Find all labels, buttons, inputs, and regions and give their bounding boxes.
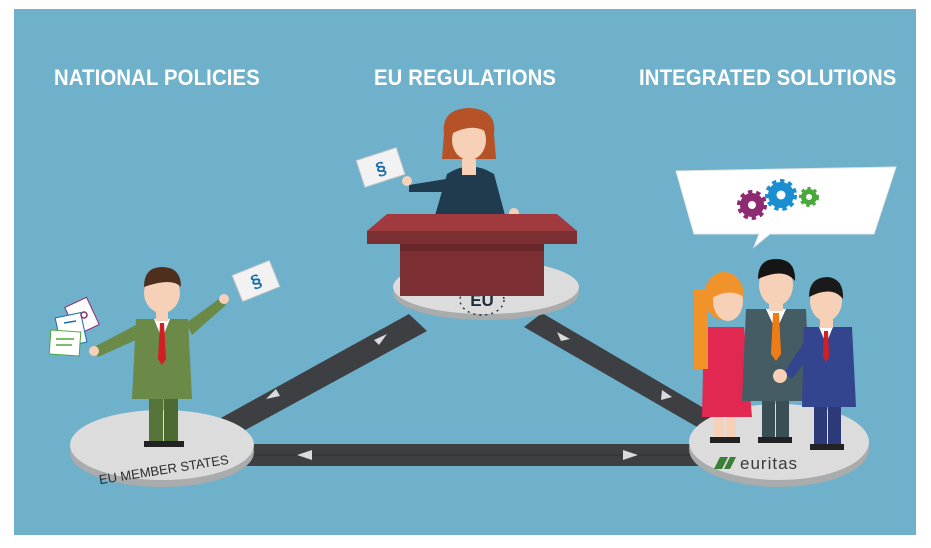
arrow-up-icon [374,334,387,345]
euritas-logo-mark-icon [714,457,728,469]
euritas-logo: euritas [714,454,798,473]
eu-stars-icon [459,284,505,316]
handshake-icon [773,369,787,383]
diagram-illustration: EU § EU MEMBER ST [48,108,897,487]
heading-eu-regulations: EU REGULATIONS [374,65,557,90]
euritas-logo-text: euritas [740,454,798,473]
document-icon: § [355,146,406,188]
arrow-down-icon [266,389,280,399]
connector-eu-euritas [524,313,714,431]
gear-icon-blue [765,179,797,211]
arrow-up-icon [557,332,570,341]
team-center-man-figure [742,259,810,443]
arrow-down-icon [661,390,672,400]
arrow-left-icon [297,450,312,460]
papers-icon [48,296,100,357]
orange-tie [771,313,781,361]
speech-bubble [675,166,897,249]
member-states-platform: EU MEMBER STATES [70,410,254,487]
heading-national-policies: NATIONAL POLICIES [54,65,260,90]
eu-speaker-figure: § [355,108,519,219]
connector-member-eu [219,314,427,435]
team-right-man-figure [773,277,856,450]
red-tie [158,323,166,365]
member-states-man-figure: § [48,259,281,447]
gear-icon-purple [737,190,767,220]
heading-integrated-solutions: INTEGRATED SOLUTIONS [639,65,897,90]
arrow-right-icon [623,450,638,460]
gear-icon-green [799,187,819,207]
diagram-panel: NATIONAL POLICIES EU REGULATIONS INTEGRA… [14,9,916,535]
podium [367,214,577,296]
document-icon: § [231,259,281,303]
speaker-face [452,120,486,160]
connector-triangle [219,313,714,466]
